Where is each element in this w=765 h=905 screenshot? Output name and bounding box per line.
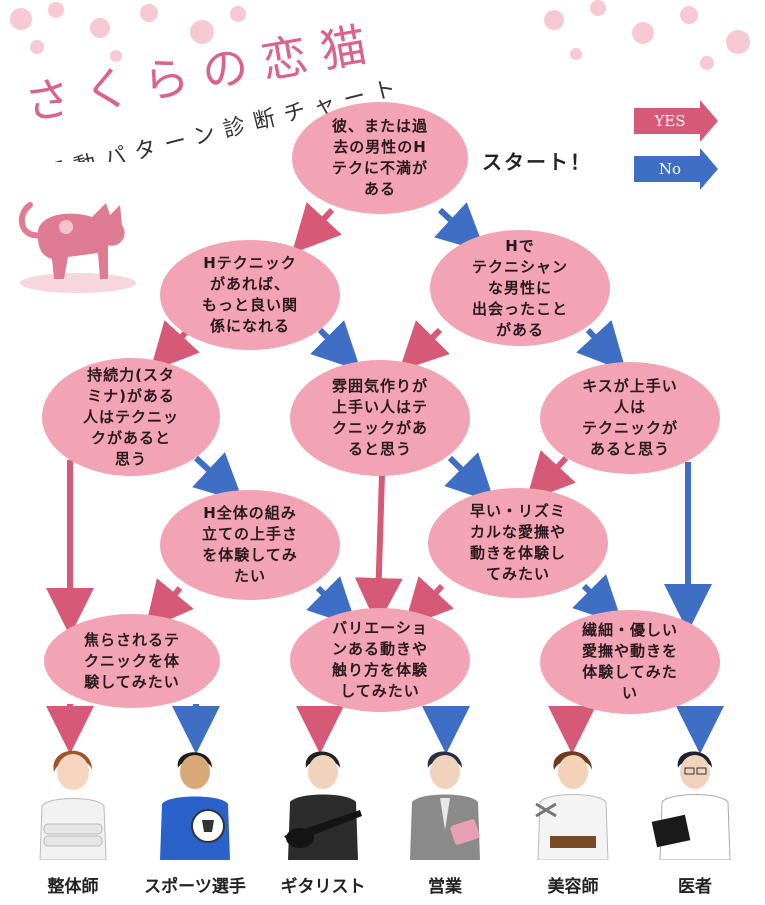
result-label-masseur: 整体師: [47, 877, 99, 897]
arrow-q4-q7: [192, 452, 244, 503]
guitarist-character-icon: [278, 740, 368, 860]
start-label: スタート！: [482, 150, 592, 174]
result-label-doctor: 医者: [678, 877, 712, 897]
legend-yes-label: YES: [654, 112, 686, 130]
question-node-q2: Hテクニック があれば、 もっと良い関 係になれる: [160, 240, 340, 350]
result-label-sales: 営業: [428, 877, 462, 897]
arrow-q2-q5: [310, 320, 361, 371]
question-node-q4: 持続力(スタ ミナ)がある 人はテクニッ クがあると 思う: [42, 358, 220, 476]
masseur-character-icon: [28, 740, 118, 861]
hairdresser-character-icon: [528, 740, 618, 861]
salesman-character-icon: [400, 740, 490, 860]
question-node-q8: 早い・リズミ カルな愛撫や 動きを体験し てみたい: [428, 488, 608, 598]
legend-no-label: No: [658, 160, 682, 178]
question-node-q11: 繊細・優しい 愛撫や動きを 体験してみた い: [540, 610, 720, 714]
arrow-q5-q10: [354, 473, 403, 626]
question-node-q5: 雰囲気作りが 上手い人はテ クニックがあ ると思う: [290, 360, 470, 476]
arrow-q1-q2: [291, 202, 342, 254]
arrow-q3-q5: [399, 320, 450, 371]
arrow-q3-q6: [576, 320, 627, 372]
doctor-character-icon: [650, 740, 740, 861]
arrow-q6-q8: [525, 450, 576, 502]
question-node-q9: 焦らされるテ クニックを体 験してみたい: [44, 614, 220, 708]
arrow-q7-q9: [144, 578, 194, 631]
cherry-blossom-decoration-right: [540, 0, 765, 80]
cherry-blossom-decoration-left: [0, 0, 260, 80]
athlete-character-icon: [150, 740, 240, 860]
question-node-q10: バリエーショ ンある動きや 触り方を体験 してみたい: [290, 608, 470, 712]
question-node-q1: 彼、または過 去の男性のH テクに不満が ある: [292, 102, 468, 214]
question-node-q7: H全体の組み 立ての上手さ を体験してみ たい: [160, 490, 340, 600]
cat-icon: [8, 175, 138, 300]
arrow-q5-q8: [444, 452, 495, 503]
legend-yes: YES: [634, 100, 718, 142]
arrow-q2-q4: [149, 320, 200, 372]
question-node-q6: キスが上手い 人は テクニックが あると思う: [540, 362, 720, 474]
result-label-hairdresser: 美容師: [547, 877, 599, 897]
result-label-guitarist: ギタリスト: [280, 877, 366, 897]
legend-no: No: [634, 148, 718, 190]
arrow-q7-q10: [306, 576, 357, 627]
question-node-q3: Hで テクニシャン な男性に 出会ったこと がある: [430, 230, 610, 346]
arrow-q1-q3: [434, 202, 486, 253]
arrow-q8-q11: [572, 574, 623, 625]
result-label-athlete: スポーツ選手: [144, 877, 246, 897]
arrow-q8-q10: [403, 576, 454, 628]
